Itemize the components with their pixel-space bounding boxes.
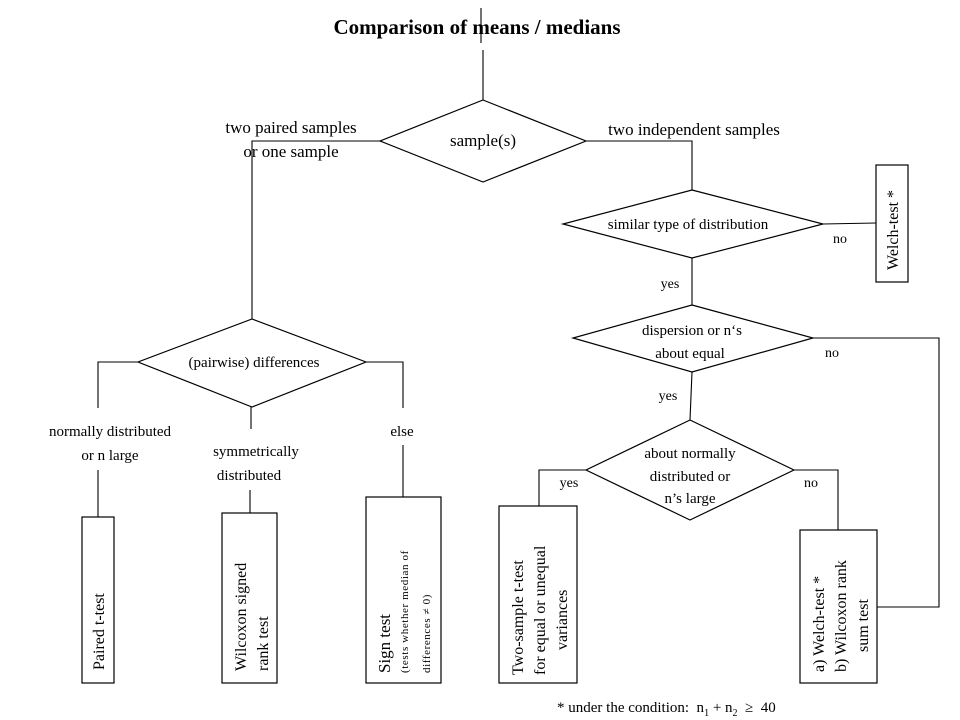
result-welch-wilcoxon-label-1: a) Welch-test * xyxy=(811,576,828,672)
result-two-sample-t-test-label-2: for equal or unequal xyxy=(532,545,549,675)
label-yes-distribution: yes xyxy=(661,277,680,292)
connector-root-left xyxy=(251,140,380,319)
result-sign-test-note-2: differences ≠ 0) xyxy=(421,594,433,673)
result-two-sample-t-test-label-1: Two-sample t-test xyxy=(510,560,527,675)
decision-pairwise-differences-label: (pairwise) differences xyxy=(189,355,320,371)
decision-samples xyxy=(378,99,588,183)
branch-label-symmetric-2: distributed xyxy=(217,468,282,484)
footnote-prefix: * under the condition: n xyxy=(557,700,705,716)
result-two-sample-t-test-label-3: variances xyxy=(554,590,571,650)
decision-about-normal-label-2: distributed or xyxy=(650,469,730,485)
branch-label-symmetric-1: symmetrically xyxy=(213,444,299,460)
result-welch-wilcoxon-label-3: sum test xyxy=(855,599,872,652)
result-paired-t-test-label: Paired t-test xyxy=(91,593,108,670)
result-welch-wilcoxon-label-2: b) Wilcoxon rank xyxy=(833,560,850,672)
connector-normal-no xyxy=(794,469,839,530)
decision-dispersion-label-1: dispersion or n‘s xyxy=(642,323,742,339)
decision-about-normal-label-1: about normally xyxy=(644,446,736,462)
result-wilcoxon-signed-rank xyxy=(221,512,278,684)
result-sign-test-title: Sign test xyxy=(375,614,394,673)
diagram-title: Comparison of means / medians xyxy=(333,15,620,39)
footnote: * under the condition: n1 + n2 ≥ 40 xyxy=(557,700,776,719)
result-two-sample-t-test xyxy=(498,505,578,684)
branch-label-normal-1: normally distributed xyxy=(49,424,172,440)
connector-pairwise-left xyxy=(97,361,138,408)
decision-dispersion-label-2: about equal xyxy=(655,346,725,362)
label-no-normal: no xyxy=(804,476,818,491)
label-yes-dispersion: yes xyxy=(659,389,678,404)
result-wilcoxon-signed-rank-label-2: rank test xyxy=(255,616,272,671)
decision-pairwise-differences xyxy=(136,318,368,408)
label-no-dispersion: no xyxy=(825,346,839,361)
result-welch-test xyxy=(875,164,909,283)
label-yes-normal: yes xyxy=(560,476,579,491)
connector-dispersion-no xyxy=(813,337,940,608)
connector-normal-yes xyxy=(538,469,586,506)
connector-root-right xyxy=(586,140,693,190)
result-welch-wilcoxon-rank-sum xyxy=(799,529,878,684)
connector-pairwise-right xyxy=(366,361,404,408)
result-paired-t-test xyxy=(81,516,115,684)
label-no-distribution: no xyxy=(833,232,847,247)
decision-samples-label: sample(s) xyxy=(450,131,516,150)
branch-label-normal-2: or n large xyxy=(81,448,139,464)
decision-about-normal-label-3: n’s large xyxy=(665,491,716,507)
connector-distribution-no xyxy=(822,222,877,225)
result-welch-test-label: Welch-test * xyxy=(885,190,902,270)
branch-label-paired: two paired samples xyxy=(225,118,356,137)
decision-similar-distribution-label: similar type of distribution xyxy=(608,217,769,233)
connector-dispersion-yes xyxy=(689,371,693,421)
decision-about-normal xyxy=(584,419,796,521)
branch-label-independent: two independent samples xyxy=(608,120,780,139)
branch-label-one-sample: or one sample xyxy=(243,142,338,161)
result-sign-test-note-1: (tests whether median of xyxy=(399,550,411,673)
footnote-sub1: 1 xyxy=(704,708,709,719)
result-wilcoxon-signed-rank-label-1: Wilcoxon signed xyxy=(233,563,250,671)
footnote-suffix: ≥ 40 xyxy=(738,700,776,716)
footnote-mid: + n xyxy=(709,700,733,716)
result-sign-test xyxy=(365,496,442,684)
branch-label-else: else xyxy=(390,424,414,440)
footnote-sub2: 2 xyxy=(733,708,738,719)
